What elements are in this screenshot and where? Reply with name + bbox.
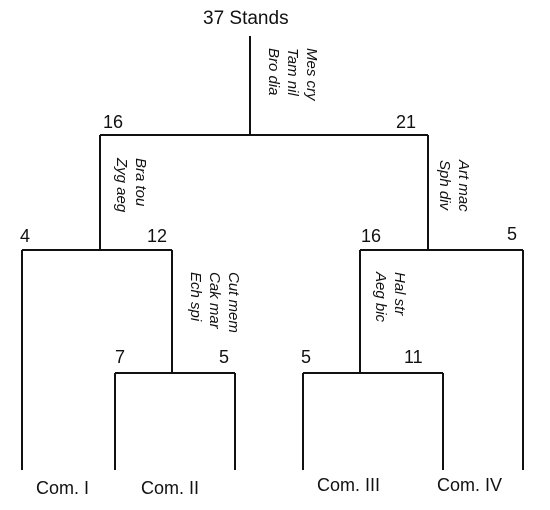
species-label: Ech spi [187, 272, 204, 322]
node-count-left: 16 [103, 112, 124, 132]
node-count-right: 21 [396, 112, 417, 132]
species-label: Cut mem [225, 272, 242, 333]
species-label: Bro dia [265, 48, 282, 96]
species-label: Hal str [391, 272, 408, 316]
node-count-d: 11 [404, 347, 423, 367]
species-label: Mes cry [303, 48, 320, 101]
node-count-lr: 12 [147, 226, 168, 246]
community-label-4: Com. IV [437, 475, 503, 495]
rl-species: Hal str Aeg bic [371, 272, 409, 322]
root-label: 37 Stands [203, 8, 289, 29]
community-label-2: Com. II [141, 478, 200, 498]
node-count-a: 7 [115, 347, 126, 367]
node-count-b: 5 [219, 347, 230, 367]
species-label: Art mac [455, 160, 472, 212]
node-count-rr: 5 [507, 224, 518, 244]
species-label: Sph div [436, 160, 453, 211]
species-label: Zyg aeg [113, 158, 130, 213]
left-species: Bra tou Zyg aeg [112, 158, 150, 212]
community-label-1: Com. I [36, 478, 90, 498]
lr-species: Cut mem Cak mar Ech spi [186, 272, 243, 333]
species-label: Bra tou [132, 158, 149, 207]
node-count-c: 5 [301, 347, 312, 367]
community-label-3: Com. III [317, 475, 381, 495]
node-count-ll: 4 [20, 226, 31, 246]
species-label: Cak mar [206, 272, 223, 329]
root-species: Mes cry Tam nil Bro dia [264, 48, 321, 101]
right-species: Art mac Sph div [435, 160, 473, 212]
species-label: Aeg bic [372, 272, 389, 323]
species-label: Tam nil [284, 48, 301, 96]
node-count-rl: 16 [361, 226, 382, 246]
